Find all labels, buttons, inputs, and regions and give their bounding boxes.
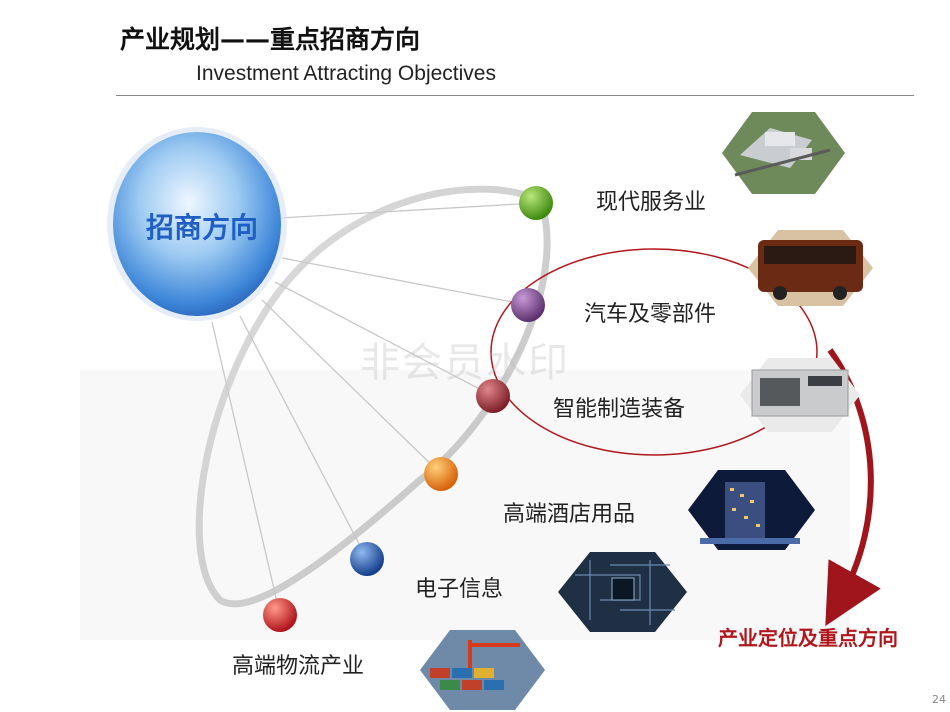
item-label-smart-manufacturing: 智能制造装备 xyxy=(553,397,686,422)
node-sphere-6 xyxy=(263,598,297,632)
page-title: 产业规划——重点招商方向 xyxy=(120,25,421,54)
node-sphere-4 xyxy=(424,457,458,491)
node-sphere-1 xyxy=(519,186,553,220)
container-port-photo xyxy=(420,630,545,710)
connector-lines xyxy=(211,202,537,616)
cnc-machine-photo xyxy=(740,358,860,432)
item-label-electronics: 电子信息 xyxy=(415,577,504,602)
node-sphere-2 xyxy=(511,288,545,322)
title-divider xyxy=(116,95,914,96)
item-label-modern-services: 现代服务业 xyxy=(596,190,707,215)
hub-label: 招商方向 xyxy=(145,211,258,244)
item-label-hotel-supplies: 高端酒店用品 xyxy=(503,502,636,527)
node-sphere-5 xyxy=(350,542,384,576)
highlight-note: 产业定位及重点方向 xyxy=(718,626,898,650)
watermark: 非会员水印 xyxy=(360,340,570,386)
hub-circle xyxy=(113,132,281,316)
page-subtitle: Investment Attracting Objectives xyxy=(196,62,496,85)
highlight-ellipse xyxy=(490,248,818,456)
office-park-photo xyxy=(722,112,845,194)
item-label-auto-parts: 汽车及零部件 xyxy=(584,302,717,327)
item-label-logistics: 高端物流产业 xyxy=(232,654,365,679)
hotel-building-photo xyxy=(688,470,815,550)
node-sphere-3 xyxy=(476,379,510,413)
bus-photo xyxy=(748,230,873,306)
page-number: 24 xyxy=(932,693,946,706)
circuit-board-photo xyxy=(558,552,687,632)
